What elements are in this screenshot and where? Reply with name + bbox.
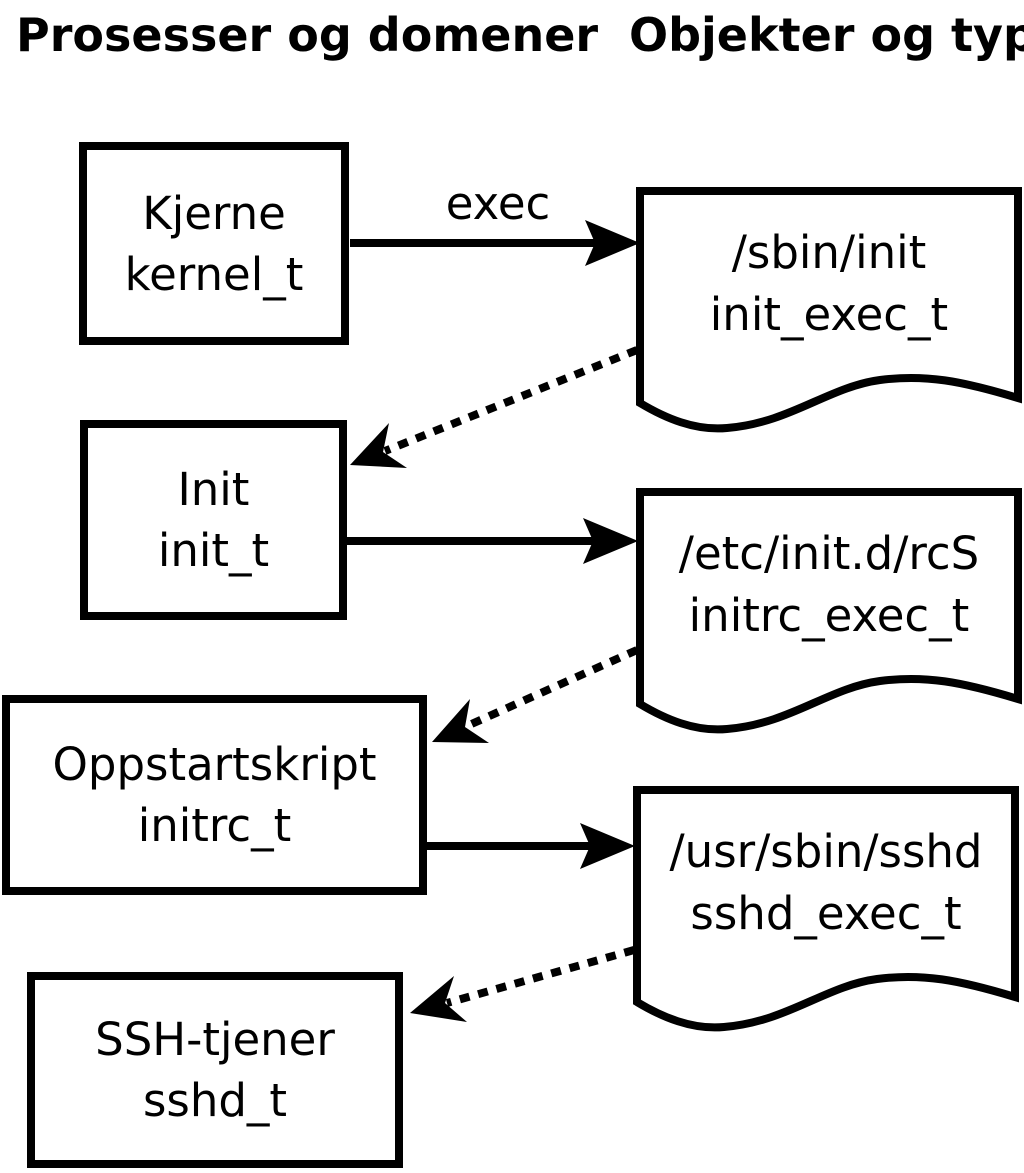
column-header-processes: Prosesser og domener — [16, 5, 598, 65]
process-type: sshd_t — [142, 1074, 288, 1127]
dotted-arrow-initrcexec-to-initrc — [465, 646, 639, 730]
dotted-arrowhead-3 — [410, 976, 467, 1022]
object-type: sshd_exec_t — [690, 887, 962, 940]
process-name: Kjerne — [142, 186, 286, 240]
header-line: typer — [951, 8, 1024, 62]
object-path: /etc/init.d/rcS — [678, 527, 980, 580]
document-shape-usr-sbin-sshd — [633, 786, 1019, 1032]
process-box-sshd: SSH-tjener sshd_t — [27, 972, 403, 1168]
process-type: init_t — [157, 524, 270, 577]
dotted-arrow-sshdexec-to-sshd — [445, 946, 636, 1007]
document-shape-etc-initd-rcs — [636, 488, 1022, 734]
object-label-etc-initd-rcs: /etc/init.d/rcS initrc_exec_t — [644, 523, 1014, 647]
process-type: initrc_t — [137, 799, 292, 852]
object-label-usr-sbin-sshd: /usr/sbin/sshd sshd_exec_t — [641, 821, 1011, 945]
header-line: Objekter og — [629, 8, 936, 62]
header-line: og domener — [287, 8, 599, 62]
process-name: Init — [177, 463, 250, 516]
solid-arrowhead-2 — [583, 518, 638, 564]
dotted-arrow-initexec-to-init — [383, 346, 639, 455]
solid-arrowhead-1 — [585, 220, 640, 266]
dotted-arrowhead-2 — [432, 699, 489, 743]
header-line: Prosesser — [16, 8, 272, 62]
process-box-init: Init init_t — [80, 420, 347, 620]
object-path: /usr/sbin/sshd — [669, 825, 983, 878]
process-name: SSH-tjener — [95, 1013, 335, 1066]
process-name: Oppstartskript — [52, 738, 377, 791]
object-type: init_exec_t — [709, 288, 949, 341]
process-box-initrc: Oppstartskript initrc_t — [2, 695, 427, 895]
column-header-objects: Objekter og typer — [629, 5, 1024, 65]
solid-arrowhead-3 — [580, 823, 635, 869]
object-path: /sbin/init — [731, 226, 927, 279]
dotted-arrowhead-1 — [350, 423, 407, 468]
object-label-sbin-init: /sbin/init init_exec_t — [644, 222, 1014, 346]
object-type: initrc_exec_t — [688, 589, 970, 642]
edge-label-exec: exec — [445, 177, 551, 230]
document-shape-sbin-init — [636, 187, 1022, 433]
process-type: kernel_t — [124, 247, 304, 301]
process-box-kernel: Kjerne kernel_t — [79, 142, 349, 345]
